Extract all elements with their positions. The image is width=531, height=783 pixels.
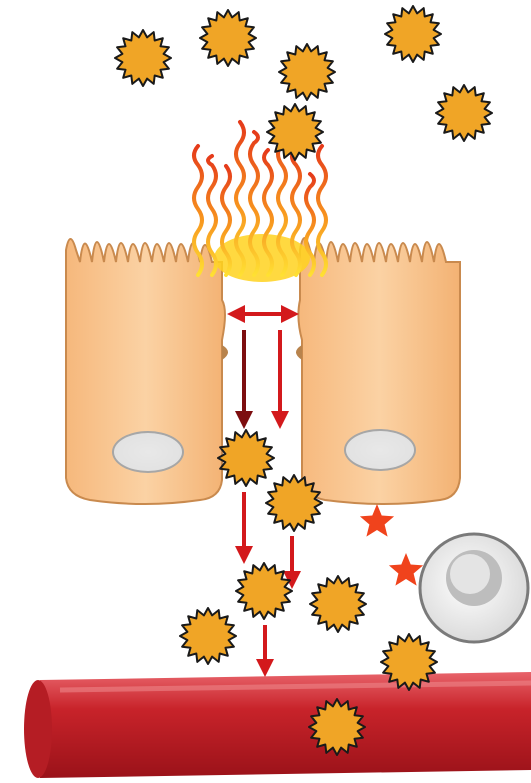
- signal-star-icon: [389, 553, 423, 586]
- tight-junction-left: [222, 345, 228, 360]
- spiky-particle-icon: [180, 608, 236, 664]
- spiky-particle-icon: [115, 30, 171, 86]
- spiky-particle-icon: [310, 576, 366, 632]
- signal-star-icon: [360, 504, 394, 537]
- spiky-particle-icon: [236, 563, 292, 619]
- spiky-particle-icon: [267, 104, 323, 160]
- spiky-particle-icon: [266, 475, 322, 531]
- spiky-particle-icon: [309, 699, 365, 755]
- spiky-particle-icon: [200, 10, 256, 66]
- spiky-particle-icon: [436, 85, 492, 141]
- spiky-particle-icon: [218, 430, 274, 486]
- epithelial-cell-left: [66, 239, 225, 504]
- spiky-particle-icon: [385, 6, 441, 62]
- spiky-particle-icon: [381, 634, 437, 690]
- spiky-particle-icon: [279, 44, 335, 100]
- tight-junction-right: [296, 345, 302, 360]
- epithelial-cell-right: [298, 238, 460, 504]
- immune-cell: [420, 534, 528, 642]
- blood-vessel: [24, 672, 531, 778]
